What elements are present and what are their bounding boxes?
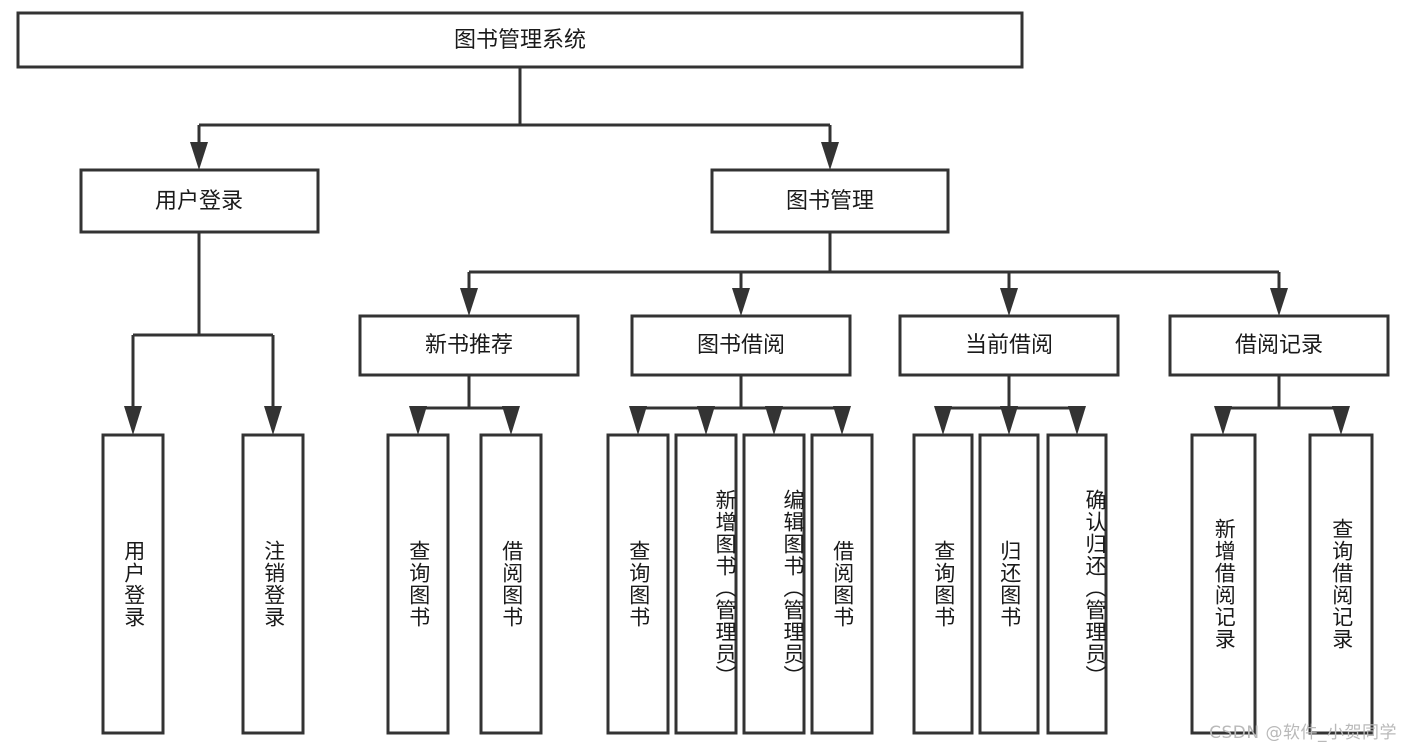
leaf-confirm-return-admin-box[interactable]	[1046, 433, 1108, 735]
node-book-management-label: 图书管理	[786, 189, 874, 214]
arrow-head-leaf-borrow-book-2	[833, 406, 851, 435]
node-user-login-label: 用户登录	[155, 189, 243, 214]
connector-group-book-borrow-to-leaves	[629, 375, 851, 435]
arrow-head-leaf-edit-book-admin	[765, 406, 783, 435]
node-current-borrow-box[interactable]	[898, 314, 1120, 377]
arrow-head-leaf-add-borrow-record	[1214, 406, 1232, 435]
arrow-head-leaf-return-book	[1000, 406, 1018, 435]
node-root-label: 图书管理系统	[454, 28, 586, 53]
arrow-head-leaf-logout-login	[264, 406, 282, 435]
arrow-head-leaf-user-login	[124, 406, 142, 435]
arrow-head-leaf-borrow-book-1	[502, 406, 520, 435]
leaf-query-borrow-record-box[interactable]	[1308, 433, 1374, 735]
leaf-query-book-3-box[interactable]	[912, 433, 974, 735]
leaf-add-book-admin-box[interactable]	[674, 433, 738, 735]
arrow-head-book-management	[821, 142, 839, 170]
node-book-borrow-box[interactable]	[630, 314, 852, 377]
node-user-login[interactable]: 用户登录	[79, 168, 320, 234]
arrow-head-leaf-query-borrow-record	[1332, 406, 1350, 435]
node-user-login-box[interactable]	[79, 168, 320, 234]
leaf-node-boxes	[101, 433, 1374, 735]
arrow-head-leaf-query-book-1	[409, 406, 427, 435]
node-book-management-box[interactable]	[710, 168, 950, 234]
node-new-book-recommend-box[interactable]	[358, 314, 580, 377]
node-root[interactable]: 图书管理系统	[16, 11, 1024, 69]
arrow-head-user-login	[190, 142, 208, 170]
leaf-return-book-box[interactable]	[978, 433, 1040, 735]
node-current-borrow[interactable]: 当前借阅	[898, 314, 1120, 377]
arrow-head-leaf-query-book-2	[629, 406, 647, 435]
arrow-head-book-borrow	[732, 288, 750, 316]
connector-group-borrow-record-to-leaves	[1214, 375, 1350, 435]
node-book-management[interactable]: 图书管理	[710, 168, 950, 234]
leaf-borrow-book-1-box[interactable]	[479, 433, 543, 735]
node-new-book-recommend[interactable]: 新书推荐	[358, 314, 580, 377]
node-book-borrow[interactable]: 图书借阅	[630, 314, 852, 377]
leaf-query-book-1-box[interactable]	[386, 433, 450, 735]
arrow-head-borrow-record	[1270, 288, 1288, 316]
node-borrow-record[interactable]: 借阅记录	[1168, 314, 1390, 377]
arrow-head-new-book-recommend	[460, 288, 478, 316]
connector-group-new-book-recommend-to-leaves	[409, 375, 520, 435]
connector-group-current-borrow-to-leaves	[934, 375, 1086, 435]
connector-group-root-to-level1	[190, 67, 839, 170]
leaf-query-book-2-box[interactable]	[606, 433, 670, 735]
node-borrow-record-box[interactable]	[1168, 314, 1390, 377]
leaf-user-login-box[interactable]	[101, 433, 165, 735]
leaf-logout-login-box[interactable]	[241, 433, 305, 735]
leaf-add-borrow-record-box[interactable]	[1190, 433, 1257, 735]
leaf-borrow-book-2-box[interactable]	[810, 433, 874, 735]
node-book-borrow-label: 图书借阅	[697, 333, 785, 358]
connector-group-book-management-to-level2	[460, 232, 1288, 316]
arrow-head-leaf-add-book-admin	[697, 406, 715, 435]
node-current-borrow-label: 当前借阅	[965, 333, 1053, 358]
node-new-book-recommend-label: 新书推荐	[425, 333, 513, 358]
node-borrow-record-label: 借阅记录	[1235, 333, 1323, 358]
connector-group-user-login-to-leaves	[124, 232, 282, 435]
arrow-head-leaf-confirm-return-admin	[1068, 406, 1086, 435]
node-root-box[interactable]	[16, 11, 1024, 69]
csdn-watermark: CSDN @软件_小贺同学	[1209, 723, 1397, 743]
arrow-head-current-borrow	[1000, 288, 1018, 316]
leaf-edit-book-admin-box[interactable]	[742, 433, 806, 735]
arrow-head-leaf-query-book-3	[934, 406, 952, 435]
